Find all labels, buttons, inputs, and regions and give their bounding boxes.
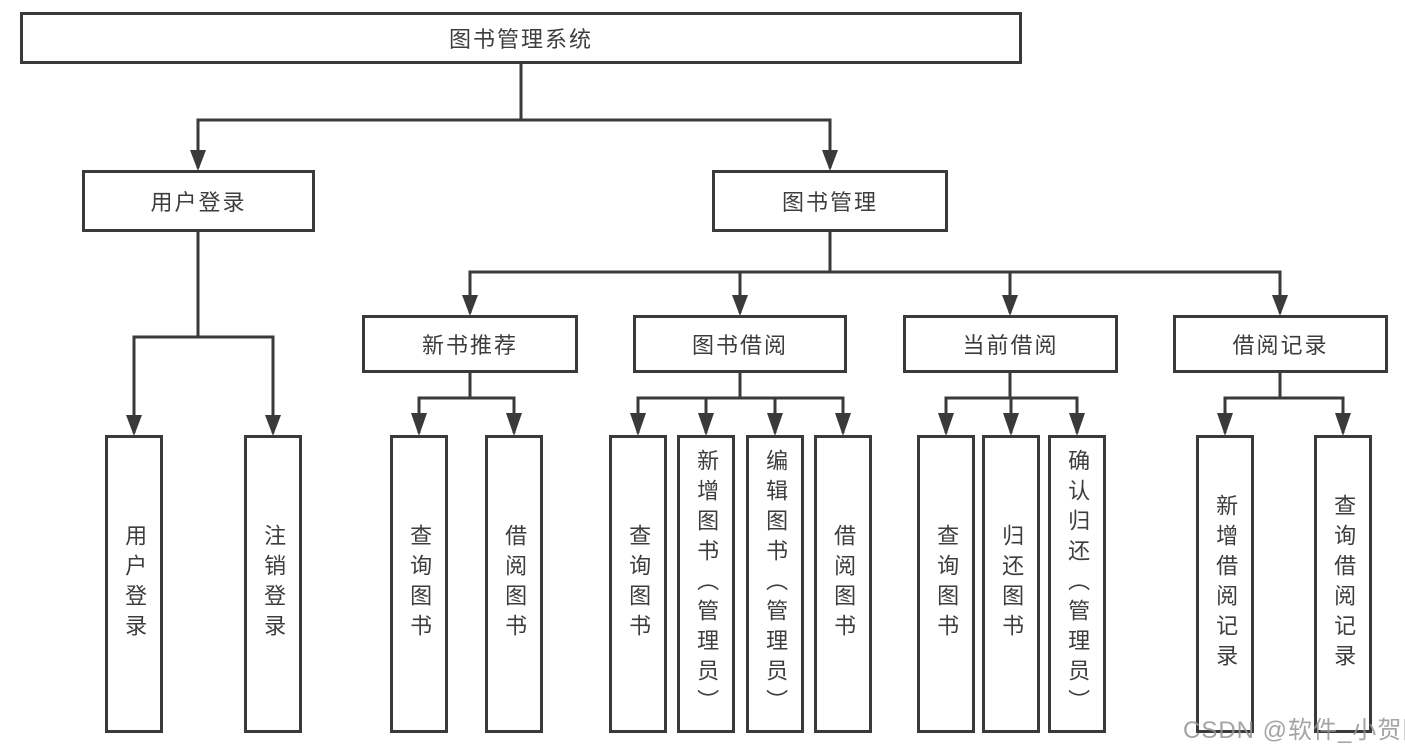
leaf-label: 归还图书: [999, 524, 1025, 644]
leaf-label: 注销登录: [261, 524, 287, 644]
leaf-label: 用户登录: [122, 524, 148, 644]
arrowhead: [1069, 413, 1085, 436]
leaf-add-books-admin: 新增图书（管理员）: [677, 435, 735, 733]
arrowhead: [1335, 413, 1351, 436]
node-new-book-recommend: 新书推荐: [362, 315, 578, 373]
leaf-borrow-books: 借阅图书: [814, 435, 872, 733]
arrowhead: [630, 413, 646, 436]
arrowhead: [1272, 295, 1288, 316]
arrowhead: [1002, 295, 1018, 316]
leaf-label: 查询图书: [407, 524, 433, 644]
arrowhead: [126, 415, 142, 436]
leaf-label: 借阅图书: [831, 524, 857, 644]
leaf-user-login: 用户登录: [105, 435, 163, 733]
arrowhead: [1003, 413, 1019, 436]
leaf-label: 查询图书: [626, 524, 652, 644]
leaf-query-books-current: 查询图书: [917, 435, 975, 733]
arrowhead: [822, 150, 838, 171]
arrowhead: [190, 150, 206, 171]
arrowhead: [506, 413, 522, 436]
leaf-return-books: 归还图书: [982, 435, 1040, 733]
node-current-borrow: 当前借阅: [903, 315, 1118, 373]
leaf-edit-books-admin: 编辑图书（管理员）: [746, 435, 804, 733]
arrowhead: [462, 295, 478, 316]
node-book-borrow: 图书借阅: [633, 315, 847, 373]
arrowhead: [698, 413, 714, 436]
leaf-label: 查询图书: [934, 524, 960, 644]
node-root-library-system: 图书管理系统: [20, 12, 1022, 64]
leaf-borrow-books-recommend: 借阅图书: [485, 435, 543, 733]
node-user-login: 用户登录: [82, 170, 315, 232]
leaf-label: 编辑图书（管理员）: [763, 449, 789, 719]
arrowhead: [411, 413, 427, 436]
leaf-query-books-borrow: 查询图书: [609, 435, 667, 733]
node-borrow-records: 借阅记录: [1173, 315, 1388, 373]
leaf-label: 查询借阅记录: [1331, 494, 1357, 674]
leaf-label: 新增图书（管理员）: [694, 449, 720, 719]
arrowhead: [938, 413, 954, 436]
arrowhead: [732, 295, 748, 316]
arrowhead: [1217, 413, 1233, 436]
arrowhead: [835, 413, 851, 436]
csdn-watermark: CSDN @软件_小贺同学: [1183, 717, 1405, 744]
leaf-confirm-return-admin: 确认归还（管理员）: [1048, 435, 1106, 733]
arrowhead: [767, 413, 783, 436]
leaf-add-borrow-record: 新增借阅记录: [1196, 435, 1254, 733]
leaf-query-books-recommend: 查询图书: [390, 435, 448, 733]
arrowhead: [265, 415, 281, 436]
leaf-label: 确认归还（管理员）: [1065, 449, 1091, 719]
leaf-logout: 注销登录: [244, 435, 302, 733]
node-book-management: 图书管理: [712, 170, 948, 232]
leaf-query-borrow-record: 查询借阅记录: [1314, 435, 1372, 733]
leaf-label: 新增借阅记录: [1213, 494, 1239, 674]
leaf-label: 借阅图书: [502, 524, 528, 644]
